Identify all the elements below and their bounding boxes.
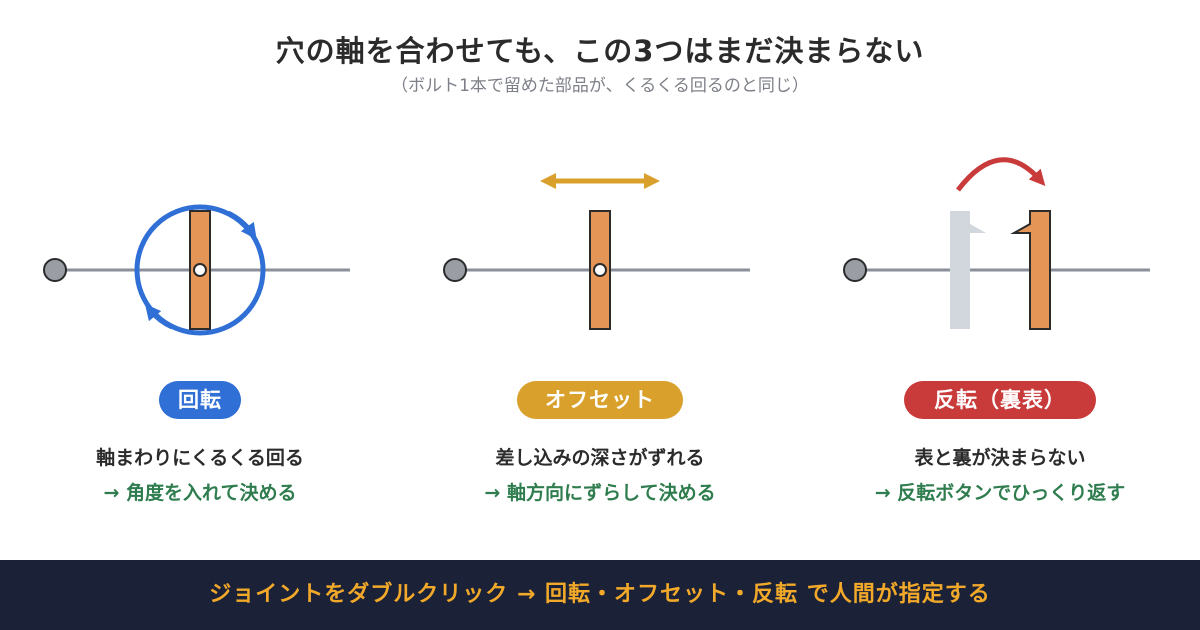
page-title: 穴の軸を合わせても、この3つはまだ決まらない bbox=[275, 34, 925, 68]
flip-diagram bbox=[843, 157, 1150, 330]
footer-text: ジョイントをダブルクリック → 回転・オフセット・反転 で人間が指定する bbox=[209, 582, 991, 607]
desc-flip: 表と裏が決まらない bbox=[914, 447, 1086, 469]
hinge-point bbox=[443, 258, 467, 282]
rotation-arrow-icon bbox=[144, 303, 174, 330]
badge-offset: オフセット bbox=[517, 381, 683, 419]
desc-offset: 差し込みの深さがずれる bbox=[495, 447, 705, 469]
offset-diagram bbox=[443, 172, 750, 330]
rotation-circle bbox=[134, 204, 266, 336]
hint-offset: → 軸方向にずらして決める bbox=[484, 482, 716, 504]
diagram-canvas bbox=[43, 157, 1150, 336]
hint-rotation: → 角度を入れて決める bbox=[103, 482, 297, 504]
rotation-arrow-icon bbox=[226, 210, 257, 240]
page-subtitle: （ボルト1本で留めた部品が、くるくる回るのと同じ） bbox=[391, 76, 809, 96]
rotation-diagram bbox=[43, 204, 350, 336]
badge-flip: 反転（裏表） bbox=[904, 381, 1096, 419]
footer-bar: ジョイントをダブルクリック → 回転・オフセット・反転 で人間が指定する bbox=[0, 560, 1200, 630]
flipped-part bbox=[1010, 210, 1051, 330]
hinge-point bbox=[43, 258, 67, 282]
hole-pin bbox=[593, 263, 607, 277]
hole-pin bbox=[193, 263, 207, 277]
badge-rotation: 回転 bbox=[159, 381, 241, 419]
flip-arrow-icon bbox=[956, 157, 1046, 192]
ghost-part bbox=[950, 211, 986, 329]
hinge-point bbox=[843, 258, 867, 282]
hint-flip: → 反転ボタンでひっくり返す bbox=[874, 482, 1126, 504]
desc-rotation: 軸まわりにくるくる回る bbox=[96, 447, 304, 469]
